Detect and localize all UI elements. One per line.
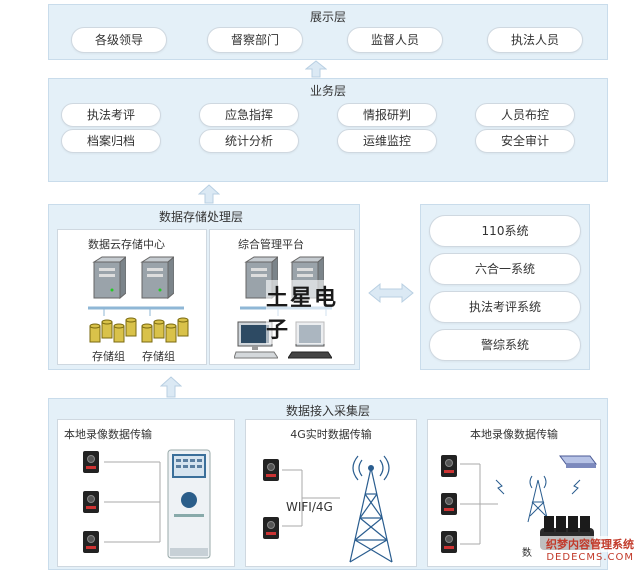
storage-disk-icon xyxy=(89,317,137,343)
business-item-personnel-control: 人员布控 xyxy=(475,103,575,127)
connector-lines-icon xyxy=(104,461,161,543)
system-110: 110系统 xyxy=(429,215,581,247)
system-police-integrated: 警综系统 xyxy=(429,329,581,361)
storage-group-label: 存储组 xyxy=(92,350,125,363)
system-law-enforcement-evaluation: 执法考评系统 xyxy=(429,291,581,323)
body-camera-icon xyxy=(83,531,99,553)
collection-station-icon xyxy=(167,449,211,559)
server-icon xyxy=(92,256,126,300)
presentation-item-inspection: 督察部门 xyxy=(207,27,303,53)
watermark-text: 土星电子 xyxy=(266,280,354,344)
business-layer-title: 业务层 xyxy=(309,84,346,98)
business-item-intelligence-analysis: 情报研判 xyxy=(337,103,437,127)
collection-layer: 数据接入采集层 本地录像数据传输 xyxy=(48,398,608,570)
body-camera-icon xyxy=(441,531,457,553)
management-platform-title: 综合管理平台 xyxy=(238,238,304,251)
footer-watermark-line2: DEDECMS.COM xyxy=(546,552,634,563)
presentation-item-officers: 执法人员 xyxy=(487,27,583,53)
arrow-up-icon xyxy=(198,184,220,204)
business-item-emergency-command: 应急指挥 xyxy=(199,103,299,127)
cloud-storage-title: 数据云存储中心 xyxy=(88,238,165,251)
docking-station-label: 数 xyxy=(522,548,532,559)
body-camera-icon xyxy=(441,493,457,515)
management-platform-panel: 综合管理平台 xyxy=(209,229,355,365)
local-recording-title-2: 本地录像数据传输 xyxy=(470,428,558,441)
storage-layer-title: 数据存储处理层 xyxy=(159,210,244,224)
body-camera-icon xyxy=(263,517,279,539)
body-camera-icon xyxy=(83,451,99,473)
business-item-archiving: 档案归档 xyxy=(61,129,161,153)
footer-watermark-line1: 织梦内容管理系统 xyxy=(530,536,634,552)
double-arrow-icon xyxy=(368,282,414,304)
storage-group-label: 存储组 xyxy=(142,350,175,363)
presentation-item-supervisors: 监督人员 xyxy=(347,27,443,53)
body-camera-icon xyxy=(441,455,457,477)
business-item-ops-monitoring: 运维监控 xyxy=(337,129,437,153)
network-line-icon xyxy=(88,306,184,316)
local-recording-panel: 本地录像数据传输 xyxy=(57,419,235,567)
local-recording-title: 本地录像数据传输 xyxy=(64,428,152,441)
connector-lines-icon xyxy=(460,463,498,545)
body-camera-icon xyxy=(83,491,99,513)
presentation-layer-title: 展示层 xyxy=(309,10,346,24)
business-item-security-audit: 安全审计 xyxy=(475,129,575,153)
arrow-up-icon xyxy=(305,60,327,78)
presentation-item-leaders: 各级领导 xyxy=(71,27,167,53)
server-icon xyxy=(140,256,174,300)
footer-watermark: 织梦内容管理系统 DEDECMS.COM xyxy=(530,536,634,563)
presentation-layer: 展示层 各级领导 督察部门 监督人员 执法人员 xyxy=(48,4,608,60)
cell-tower-icon xyxy=(349,455,393,563)
wifi-4g-label: WIFI/4G xyxy=(286,500,333,514)
storage-disk-icon xyxy=(141,317,189,343)
system-six-in-one: 六合一系统 xyxy=(429,253,581,285)
realtime-4g-panel: 4G实时数据传输 WIFI/4G xyxy=(245,419,417,567)
wireless-relay-icon xyxy=(495,455,597,523)
business-layer: 业务层 执法考评 应急指挥 情报研判 人员布控 档案归档 统计分析 运维监控 安… xyxy=(48,78,608,182)
external-systems-box: 110系统 六合一系统 执法考评系统 警综系统 xyxy=(420,204,590,370)
business-item-law-enforcement-evaluation: 执法考评 xyxy=(61,103,161,127)
body-camera-icon xyxy=(263,459,279,481)
collection-layer-title: 数据接入采集层 xyxy=(285,404,370,418)
business-item-statistics: 统计分析 xyxy=(199,129,299,153)
cloud-storage-panel: 数据云存储中心 xyxy=(57,229,207,365)
arrow-up-icon xyxy=(160,376,182,398)
connector-lines-icon xyxy=(282,469,340,527)
realtime-4g-title: 4G实时数据传输 xyxy=(290,428,372,441)
storage-layer: 数据存储处理层 数据云存储中心 xyxy=(48,204,360,370)
